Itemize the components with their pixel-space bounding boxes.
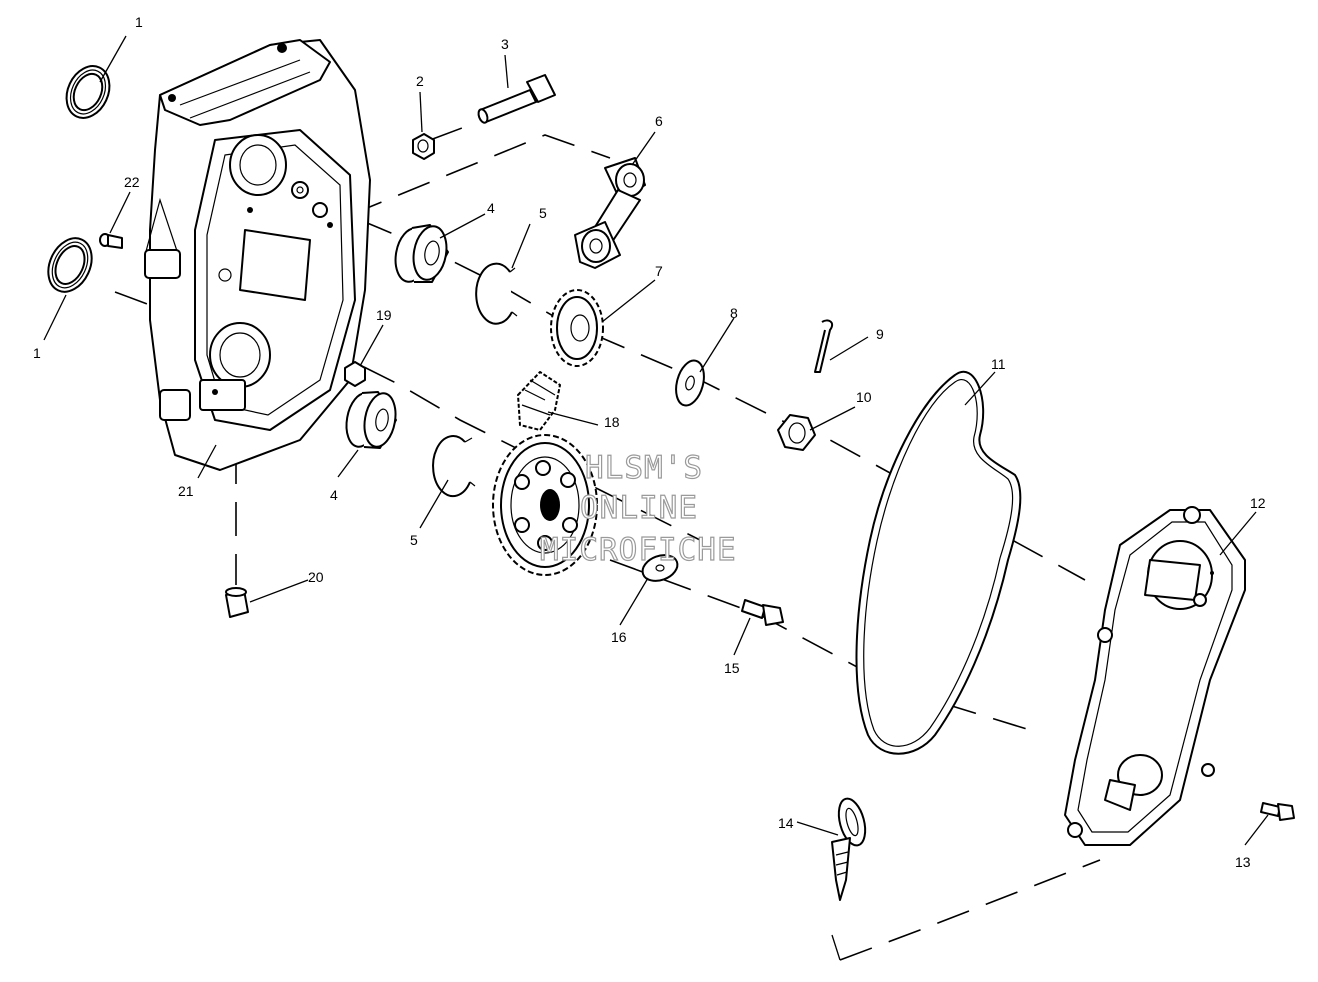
callout-4-upper: 4 xyxy=(487,200,495,216)
seal-part-1-bottom xyxy=(47,237,93,293)
callout-1-bottom: 1 xyxy=(33,345,41,361)
callout-1-top: 1 xyxy=(135,14,143,30)
callout-19: 19 xyxy=(376,307,392,323)
bolt-part-3 xyxy=(477,74,556,124)
callout-16: 16 xyxy=(611,629,627,645)
washer-part-8 xyxy=(675,359,705,407)
snap-ring-part-5-lower xyxy=(432,435,476,498)
callout-20: 20 xyxy=(308,569,324,585)
bolt-part-15 xyxy=(741,599,784,626)
cover-part-12 xyxy=(1064,506,1246,846)
seal-part-1-top xyxy=(65,65,111,119)
callout-10: 10 xyxy=(856,389,872,405)
screw-part-22 xyxy=(99,233,123,249)
callout-8: 8 xyxy=(730,305,738,321)
callout-15: 15 xyxy=(724,660,740,676)
callout-5-upper: 5 xyxy=(539,205,547,221)
gear-part-17 xyxy=(492,434,598,576)
watermark-line-3: MICROFICHE xyxy=(540,532,737,568)
callout-4-lower: 4 xyxy=(330,487,338,503)
watermark-line-1: HLSM'S xyxy=(585,450,703,486)
nut-part-19 xyxy=(344,361,366,387)
callout-3: 3 xyxy=(501,36,509,52)
nut-part-2 xyxy=(412,133,435,160)
bearing-part-4-lower xyxy=(345,391,397,449)
callout-14: 14 xyxy=(778,815,794,831)
plug-part-20 xyxy=(225,587,249,618)
callout-2: 2 xyxy=(416,73,424,89)
callout-9: 9 xyxy=(876,326,884,342)
callout-22: 22 xyxy=(124,174,140,190)
chaincase-housing-part-21 xyxy=(144,39,371,471)
callout-21: 21 xyxy=(178,483,194,499)
chain-part-18 xyxy=(517,371,561,431)
washer-part-16 xyxy=(641,554,679,582)
callout-11: 11 xyxy=(991,356,1006,372)
callout-labels: 1 1 2 3 4 4 5 5 6 7 8 9 10 11 12 13 14 1… xyxy=(33,14,1266,870)
callout-7: 7 xyxy=(655,263,663,279)
bearing-part-4-upper xyxy=(394,224,449,283)
tensioner-arm-part-6 xyxy=(574,157,646,269)
snap-ring-part-5-upper xyxy=(475,262,518,325)
watermark-line-2: ONLINE xyxy=(580,490,698,526)
castle-nut-part-10 xyxy=(777,414,816,451)
bolt-part-13 xyxy=(1260,802,1295,821)
callout-12: 12 xyxy=(1250,495,1266,511)
sprocket-part-7 xyxy=(550,289,604,367)
callout-6: 6 xyxy=(655,113,663,129)
callout-leader-lines xyxy=(43,35,1269,846)
dipstick-part-14 xyxy=(831,797,867,901)
watermark: HLSM'S ONLINE MICROFICHE xyxy=(539,449,737,568)
cotter-pin-part-9 xyxy=(814,319,834,373)
gasket-part-11 xyxy=(855,370,1022,755)
callout-18: 18 xyxy=(604,414,620,430)
callout-13: 13 xyxy=(1235,854,1251,870)
callout-5-lower: 5 xyxy=(410,532,418,548)
